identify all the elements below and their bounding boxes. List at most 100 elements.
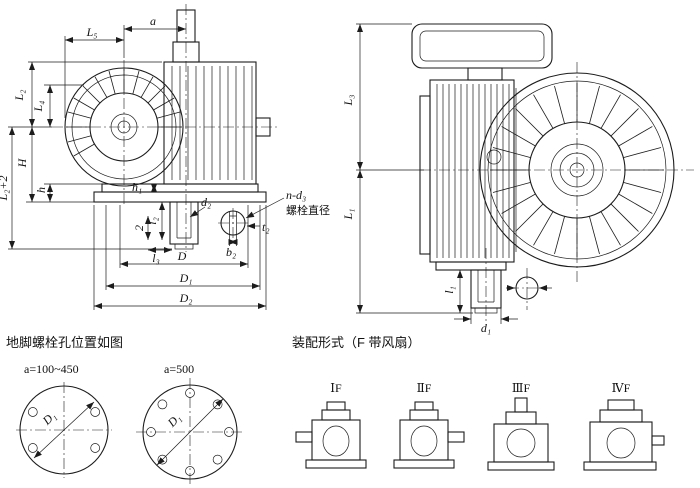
dim-label-l1: l₁ [442,286,456,294]
dim-label-L1: L₁ [341,209,355,221]
form4-base [583,461,657,471]
form2-cap [409,409,439,421]
motor-body [429,79,515,263]
dim-label-L2: L₂ [12,90,26,102]
output-shaft-bore-lines [477,270,495,303]
gear-body-fins [171,66,253,180]
dim-label-a: a [150,14,156,28]
assembly-form-2: ⅡF [393,381,465,469]
form2-wheel [410,425,438,457]
assembly-form-3: ⅢF [487,381,555,471]
dim-label-L5: L₅ [86,25,98,39]
dim-line-D1-small [33,401,95,459]
shaft-bore-keyway-detail [218,208,248,246]
small-base-circle [19,385,109,475]
terminal-box [411,23,553,69]
form1-shaft-left [295,431,313,443]
leader-d2 [189,206,206,218]
bolt-hole [90,443,101,453]
form2-base [393,459,455,469]
bolt-hole [224,427,234,437]
fan-shaft-end [569,162,585,178]
wheel-hub [110,113,138,141]
grease-plug [486,149,502,165]
bolt-hole [90,407,101,417]
form3-shaft-top [514,397,528,413]
bolt-hole [157,399,168,410]
assembly-form-1-label: ⅠF [330,381,342,395]
right-view-motor [411,23,694,324]
gear-body [163,61,257,185]
bolt-hole-detail [515,276,539,300]
fan-hub [559,152,595,188]
dim-label-l2: l₂ [145,217,159,225]
form3-wheel [506,428,536,458]
output-shaft-step [474,307,498,314]
bolt-hole [185,388,195,398]
form3-cap [505,411,537,425]
assembly-forms: 装配形式（F 带风扇） ⅠF ⅡF ⅢF [292,335,665,471]
foundation-circle-large: a=500 D₁ [136,362,244,486]
dim-label-d2: d₂ [201,195,211,209]
form4-cap2 [607,399,635,411]
terminal-box-lid [419,30,545,62]
dim-label-L2plus2: L₂+2 [0,176,10,202]
bolt-hole [27,407,38,417]
form4-wheel [606,427,636,459]
motor-end-bracket [419,95,431,255]
foundation-circle-small: a=100~450 D₁ [16,362,112,478]
assembly-form-2-label: ⅡF [417,381,432,395]
dim-label-D2: D₂ [179,291,193,305]
foundation-layout: 地脚螺栓孔位置如图 a=100~450 D₁ a=500 D₁ [6,335,244,486]
terminal-box-neck [467,67,503,81]
dim-label-b2: b₂ [226,245,236,259]
form1-cap2 [326,401,346,411]
form1-cap [321,409,351,421]
bolt-hole [146,427,156,437]
dim-label-h: h [34,187,48,193]
form1-wheel [322,425,350,457]
bolt-detail-centerlines [508,268,548,310]
note-bolt-diameter: 螺栓直径 [286,203,330,217]
assembly-form-1: ⅠF [295,381,367,469]
form1-base [305,459,367,469]
bolt-hole [27,443,38,453]
dim-line-D1-large [156,398,224,466]
motor-base [435,261,507,271]
assembly-form-3-label: ⅢF [512,381,531,395]
wheel-shaft-end [117,120,131,134]
bolt-hole [212,454,223,465]
leader-nd3 [245,197,285,219]
form4-cap [599,409,643,423]
fan-housing-ring [487,80,667,260]
foundation-small-label: a=100~450 [24,362,79,376]
wheel-housing-outer [64,67,184,187]
form2-cap2 [414,401,434,411]
fan-inner-ring [528,121,626,219]
dim-label-nd3: n-d₃ [286,188,306,202]
assembly-caption: 装配形式（F 带风扇） [292,335,421,350]
form2-shaft-right [447,431,465,443]
bolt-hole [185,466,195,476]
fan-hub-ring [550,143,604,197]
form4-shaft-right [651,435,665,446]
dim-label-D1-large: D₁ [164,411,184,431]
foundation-caption: 地脚螺栓孔位置如图 [6,335,123,350]
dim-label-D1-small: D₁ [39,409,59,429]
output-shaft-end-step [174,243,194,250]
form3-base [487,461,555,471]
fan-housing-outer [479,72,675,268]
form3-body [493,423,549,463]
output-shaft-bore [176,202,192,239]
dim-label-d1: d₁ [481,321,491,335]
assembly-form-4-label: ⅣF [612,381,631,395]
dim-label-H: H [15,157,29,168]
dim-label-D: D [177,249,187,263]
base-upper-step [101,183,259,193]
assembly-form-4: ⅣF [583,381,665,471]
dim-label-h1: h₁ [132,180,142,194]
motor-fins [436,84,510,258]
dim-label-L3: L₃ [341,95,355,107]
